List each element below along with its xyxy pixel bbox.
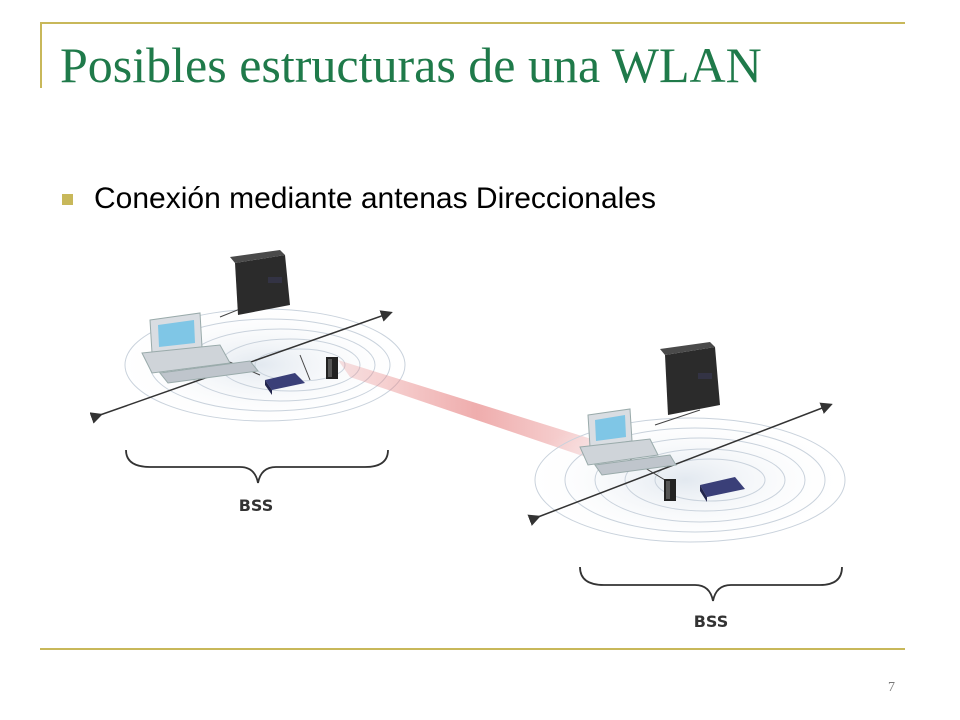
slide-frame-top (40, 22, 905, 24)
right-bss-label: BSS (694, 612, 729, 631)
right-network-backbone (527, 402, 833, 526)
right-access-point-icon (700, 477, 745, 502)
bullet-text: Conexión mediante antenas Direccionales (94, 182, 657, 215)
slide-title: Posibles estructuras de una WLAN (60, 37, 762, 93)
slide-frame-left (40, 22, 42, 88)
left-bss-brace (125, 449, 389, 484)
right-bss-brace (579, 566, 843, 602)
left-server-icon (230, 250, 290, 315)
bullet-item: Conexión mediante antenas Direccionales (62, 182, 656, 216)
left-workstation-icon (141, 312, 259, 384)
left-access-point-icon (265, 373, 305, 395)
right-workstation-icon (579, 408, 677, 476)
page-number: 7 (888, 680, 895, 695)
right-bss: BSS (520, 342, 850, 631)
left-directional-antenna-icon (326, 357, 338, 379)
left-bss: BSS (90, 250, 410, 515)
bullet-square-icon (62, 193, 73, 205)
right-coverage-rings (520, 410, 850, 550)
right-directional-antenna-icon (664, 479, 676, 501)
wlan-diagram: BSS (90, 250, 850, 631)
right-server-icon (660, 342, 720, 415)
left-bss-label: BSS (239, 496, 274, 515)
slide-frame-bottom (40, 648, 905, 650)
